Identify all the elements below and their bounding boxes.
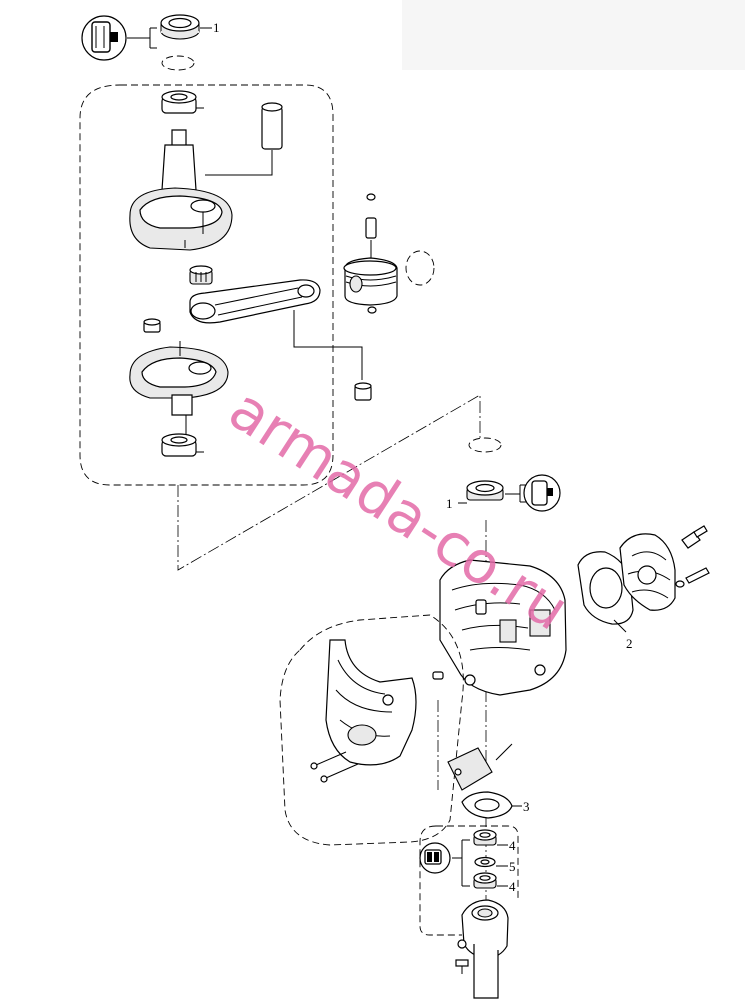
callout-2: 2 <box>626 636 633 651</box>
dowel-pin <box>432 671 444 680</box>
grease-tube-icon <box>81 15 127 61</box>
crankshaft-group-outline <box>79 84 334 486</box>
background-panel <box>402 0 745 70</box>
crankshaft-lower-half <box>129 341 229 440</box>
small-pin <box>365 217 377 262</box>
lower-ball-bearing <box>161 433 204 457</box>
oil-seal-4-bottom <box>473 872 497 889</box>
oil-can-icon <box>419 842 451 874</box>
needle-bearing <box>189 265 213 285</box>
piston-pin <box>205 102 283 176</box>
oil-seal-mid <box>466 480 504 501</box>
lower-housing <box>461 899 509 999</box>
callout-4-top: 4 <box>509 838 516 853</box>
cylinder-head-cover <box>619 533 676 611</box>
watermark: armada-co.ru <box>217 375 580 644</box>
connecting-rod <box>189 279 363 380</box>
crankcase-block <box>439 559 567 696</box>
crankshaft-upper-half <box>129 129 233 251</box>
grease-tube-icon <box>523 474 561 512</box>
upper-ball-bearing <box>161 90 204 114</box>
crankcase-cover-group-outline <box>279 614 464 846</box>
callout-3: 3 <box>523 799 530 814</box>
housing-bolt <box>455 939 469 974</box>
crankcase-cover <box>325 639 417 766</box>
reed-valve-plate <box>447 743 513 791</box>
oil-seal-top <box>160 14 200 40</box>
cover-bolt-1 <box>310 751 347 770</box>
circlip-bottom <box>367 306 377 314</box>
piston <box>343 257 398 306</box>
crank-pin <box>143 318 161 333</box>
intake-gasket <box>461 791 513 819</box>
callout-1-top: 1 <box>213 20 220 35</box>
bearing-ring-dashed-mid <box>468 437 502 453</box>
spacer-5 <box>474 856 496 868</box>
small-bushing <box>354 382 372 401</box>
callout-1-mid: 1 <box>446 496 453 511</box>
head-bolt <box>675 567 710 588</box>
piston-rings <box>405 250 435 286</box>
spark-plug <box>681 525 708 549</box>
bearing-ring-dashed <box>161 55 195 71</box>
head-gasket <box>577 551 634 625</box>
lower-seal-group-outline <box>419 825 519 936</box>
cover-bolt-2 <box>320 763 359 783</box>
circlip-top <box>366 193 376 201</box>
callout-5: 5 <box>509 859 516 874</box>
alignment-line-1 <box>177 394 481 571</box>
oil-seal-4-top <box>473 829 497 846</box>
callout-4-bottom: 4 <box>509 879 516 894</box>
